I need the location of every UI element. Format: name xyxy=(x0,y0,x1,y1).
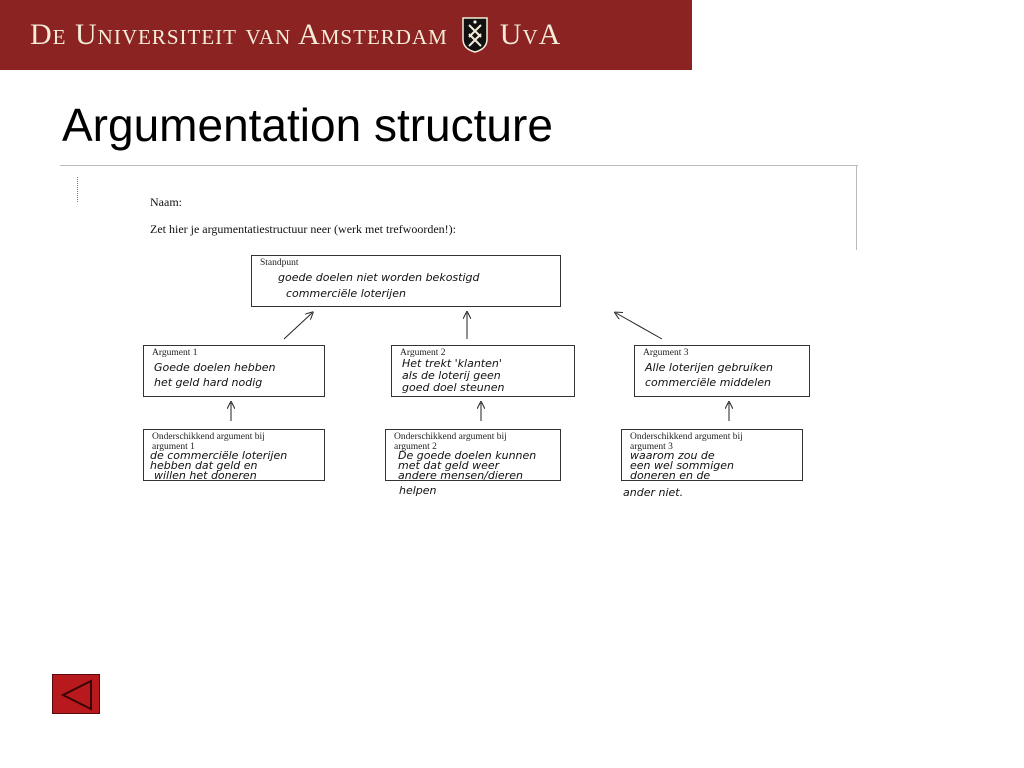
sub-argument-3-label-1: Onderschikkend argument bij xyxy=(630,432,743,442)
argument-3-line-1: Alle loterijen gebruiken xyxy=(645,361,774,374)
sub-argument-1-line-3: willen het doneren xyxy=(154,469,257,482)
argument-arrows xyxy=(60,165,858,421)
argument-1-label: Argument 1 xyxy=(152,348,198,358)
university-banner: De Universiteit van Amsterdam UvA xyxy=(0,0,692,70)
sub-argument-2-line-3: andere mensen/dieren xyxy=(398,469,523,482)
scan-border-top xyxy=(60,165,858,166)
sub-argument-3-line-1: waarom zou de xyxy=(630,449,715,462)
standpunt-line-2: commerciële loterijen xyxy=(286,287,406,300)
sub-argument-1-box: Onderschikkend argument bij argument 1 d… xyxy=(143,429,325,481)
sub-argument-1-label-2: argument 1 xyxy=(152,442,195,452)
sub-argument-1-line-2: hebben dat geld en xyxy=(150,459,258,472)
standpunt-label: Standpunt xyxy=(260,258,299,268)
sub-argument-1-line-1: de commerciële loterijen xyxy=(150,449,288,462)
triangle-left-icon xyxy=(60,679,92,711)
argument-3-box: Argument 3 Alle loterijen gebruiken comm… xyxy=(634,345,810,397)
sub-argument-3-line-4: ander niet. xyxy=(623,486,684,499)
back-button[interactable] xyxy=(52,674,100,714)
university-short-name: UvA xyxy=(499,18,562,51)
name-label: Naam: xyxy=(150,195,182,209)
standpunt-box: Standpunt goede doelen niet worden bekos… xyxy=(251,255,561,307)
sub-argument-3-line-2: een wel sommigen xyxy=(630,459,734,472)
argument-2-line-2: als de loterij geen xyxy=(402,369,501,382)
scan-border-right xyxy=(856,165,857,250)
scan-margin-marks xyxy=(77,177,81,202)
sub-argument-2-line-4: helpen xyxy=(399,484,437,497)
scanned-worksheet: Naam: Zet hier je argumentatiestructuur … xyxy=(60,165,858,545)
sub-argument-3-line-3: doneren en de xyxy=(630,469,711,482)
sub-argument-3-box: Onderschikkend argument bij argument 3 w… xyxy=(621,429,803,481)
university-name: De Universiteit van Amsterdam xyxy=(30,18,448,51)
arrow-arg3-to-standpunt xyxy=(616,313,663,340)
argument-1-line-1: Goede doelen hebben xyxy=(154,361,276,374)
argument-2-line-3: goed doel steunen xyxy=(402,381,505,394)
argument-2-line-1: Het trekt 'klanten' xyxy=(402,357,502,370)
argument-1-box: Argument 1 Goede doelen hebben het geld … xyxy=(143,345,325,397)
argument-3-line-2: commerciële middelen xyxy=(645,376,771,389)
argument-1-line-2: het geld hard nodig xyxy=(154,376,263,389)
sub-argument-1-label-1: Onderschikkend argument bij xyxy=(152,432,265,442)
slide-title: Argumentation structure xyxy=(62,99,553,151)
instruction-text: Zet hier je argumentatiestructuur neer (… xyxy=(150,222,456,236)
sub-argument-2-box: Onderschikkend argument bij argument 2 D… xyxy=(385,429,561,481)
sub-argument-2-line-1: De goede doelen kunnen xyxy=(398,449,537,462)
sub-argument-2-line-2: met dat geld weer xyxy=(398,459,500,472)
argument-2-label: Argument 2 xyxy=(400,348,446,358)
argument-3-label: Argument 3 xyxy=(643,348,689,358)
standpunt-line-1: goede doelen niet worden bekostigd xyxy=(278,271,480,284)
sub-argument-2-label-1: Onderschikkend argument bij xyxy=(394,432,507,442)
arrow-arg1-to-standpunt xyxy=(283,313,312,340)
sub-argument-3-label-2: argument 3 xyxy=(630,442,673,452)
crest-icon xyxy=(462,17,488,53)
sub-argument-2-label-2: argument 2 xyxy=(394,442,437,452)
argument-2-box: Argument 2 Het trekt 'klanten' als de lo… xyxy=(391,345,575,397)
